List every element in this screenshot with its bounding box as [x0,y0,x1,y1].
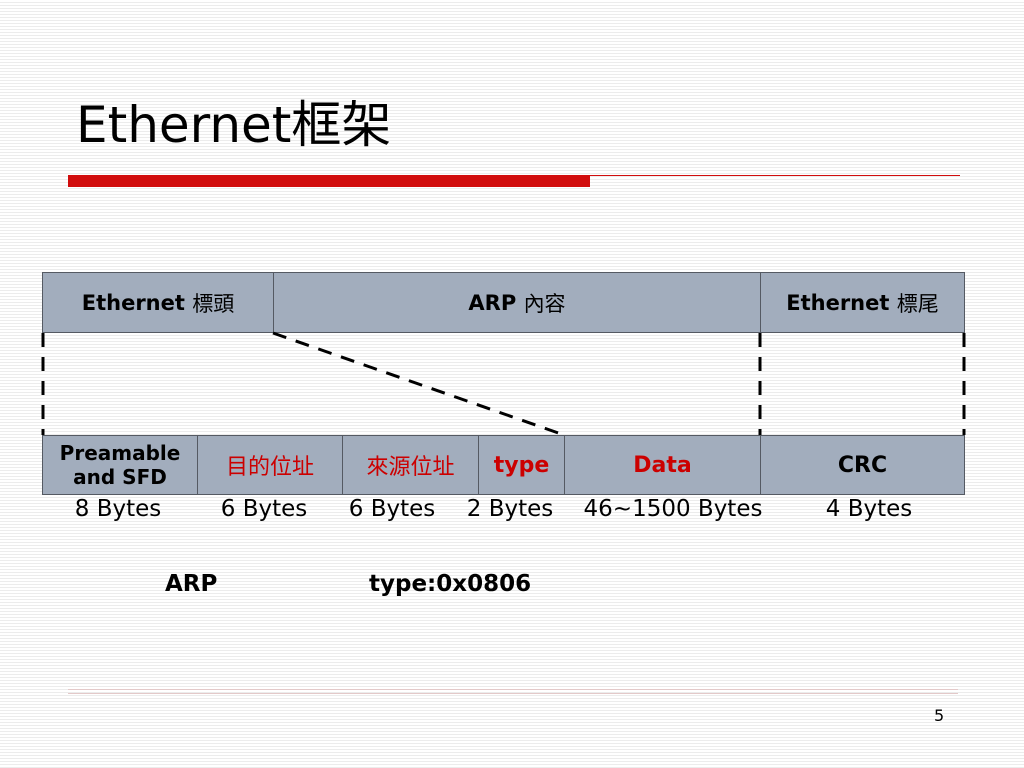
footer-line-top [68,689,958,690]
bytes-source-address: 6 Bytes [348,496,436,522]
page-number: 5 [934,706,945,725]
field-preamble-line2: and SFD [73,465,167,489]
ethernet-trailer-cjk: 標尾 [896,291,939,316]
bytes-crc: 4 Bytes [825,496,913,522]
arp-content-cell: ARP 內容 [273,272,761,333]
field-type: type [478,435,565,495]
field-preamble-line1: Preamable [59,441,181,465]
field-dest-address: 目的位址 [197,435,343,495]
slide-title: Ethernet框架 [76,96,392,154]
ethernet-header-label: Ethernet [81,290,185,315]
field-crc: CRC [760,435,965,495]
field-data: Data [564,435,761,495]
field-source-address-label: 來源位址 [366,455,455,480]
ethernet-trailer-cell: Ethernet 標尾 [760,272,965,333]
arp-protocol-label: ARP [165,571,218,597]
bytes-type: 2 Bytes [466,496,554,522]
field-crc-label: CRC [837,452,888,478]
ethernet-header-cell: Ethernet 標頭 [42,272,274,333]
arp-type-value: type:0x0806 [369,571,532,597]
field-preamble-sfd: Preamable and SFD [42,435,198,495]
bytes-data: 46~1500 Bytes [583,496,763,522]
title-underline-bar [68,175,590,187]
ethernet-trailer-label: Ethernet [786,290,890,315]
ethernet-header-cjk: 標頭 [192,291,235,316]
footer-line-bottom [68,693,958,694]
bytes-preamble: 8 Bytes [74,496,162,522]
field-dest-address-label: 目的位址 [225,455,314,480]
dashed-diagonal [272,331,565,437]
arp-content-label: ARP [468,290,517,315]
title-underline-line [590,175,960,176]
field-source-address: 來源位址 [342,435,479,495]
bytes-dest-address: 6 Bytes [220,496,308,522]
field-data-label: Data [633,452,692,478]
field-type-label: type [493,452,550,478]
arp-content-cjk: 內容 [523,291,566,316]
